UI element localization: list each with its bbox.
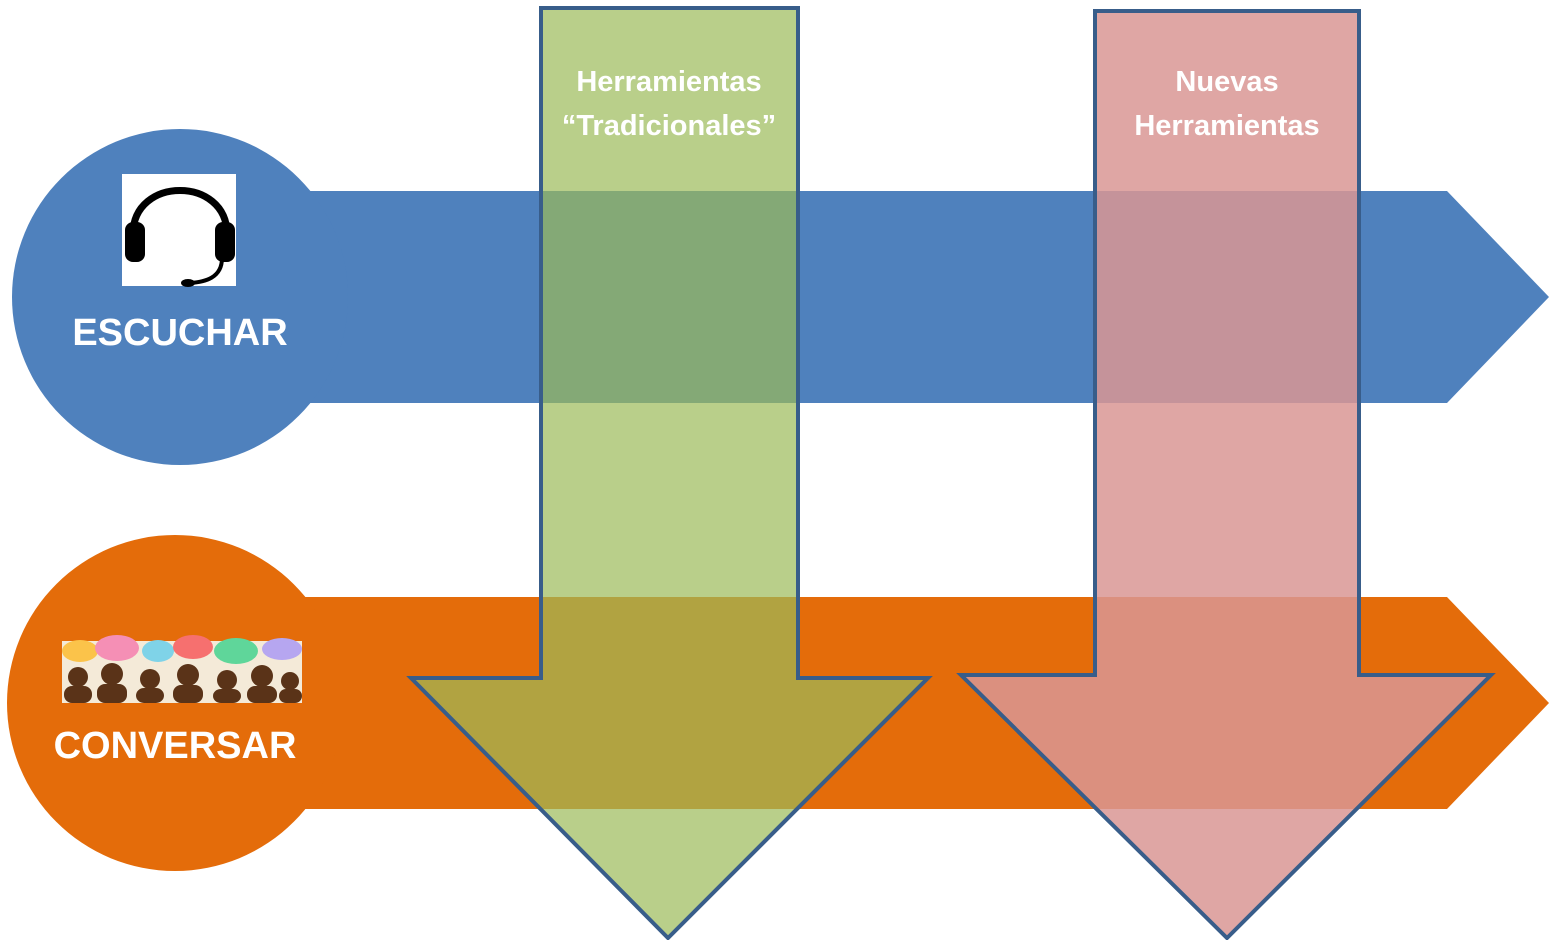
column-tradicionales-title-line2: “Tradicionales”: [561, 110, 777, 142]
headset-icon: [122, 174, 236, 287]
column-nuevas-title-line2: Herramientas: [1134, 110, 1320, 142]
conversar-label: CONVERSAR: [53, 725, 297, 767]
column-tradicionales-arrow: [406, 6, 933, 940]
column-tradicionales-title: Herramientas “Tradicionales”: [521, 60, 817, 148]
people-chat-icon: [62, 635, 302, 703]
column-nuevas-title: Nuevas Herramientas: [1078, 60, 1376, 148]
column-nuevas-title-line1: Nuevas: [1175, 66, 1279, 98]
column-nuevas-arrow: [956, 9, 1496, 940]
escuchar-circle: [12, 129, 348, 465]
escuchar-label: ESCUCHAR: [72, 312, 288, 354]
column-tradicionales-title-line1: Herramientas: [576, 66, 762, 98]
